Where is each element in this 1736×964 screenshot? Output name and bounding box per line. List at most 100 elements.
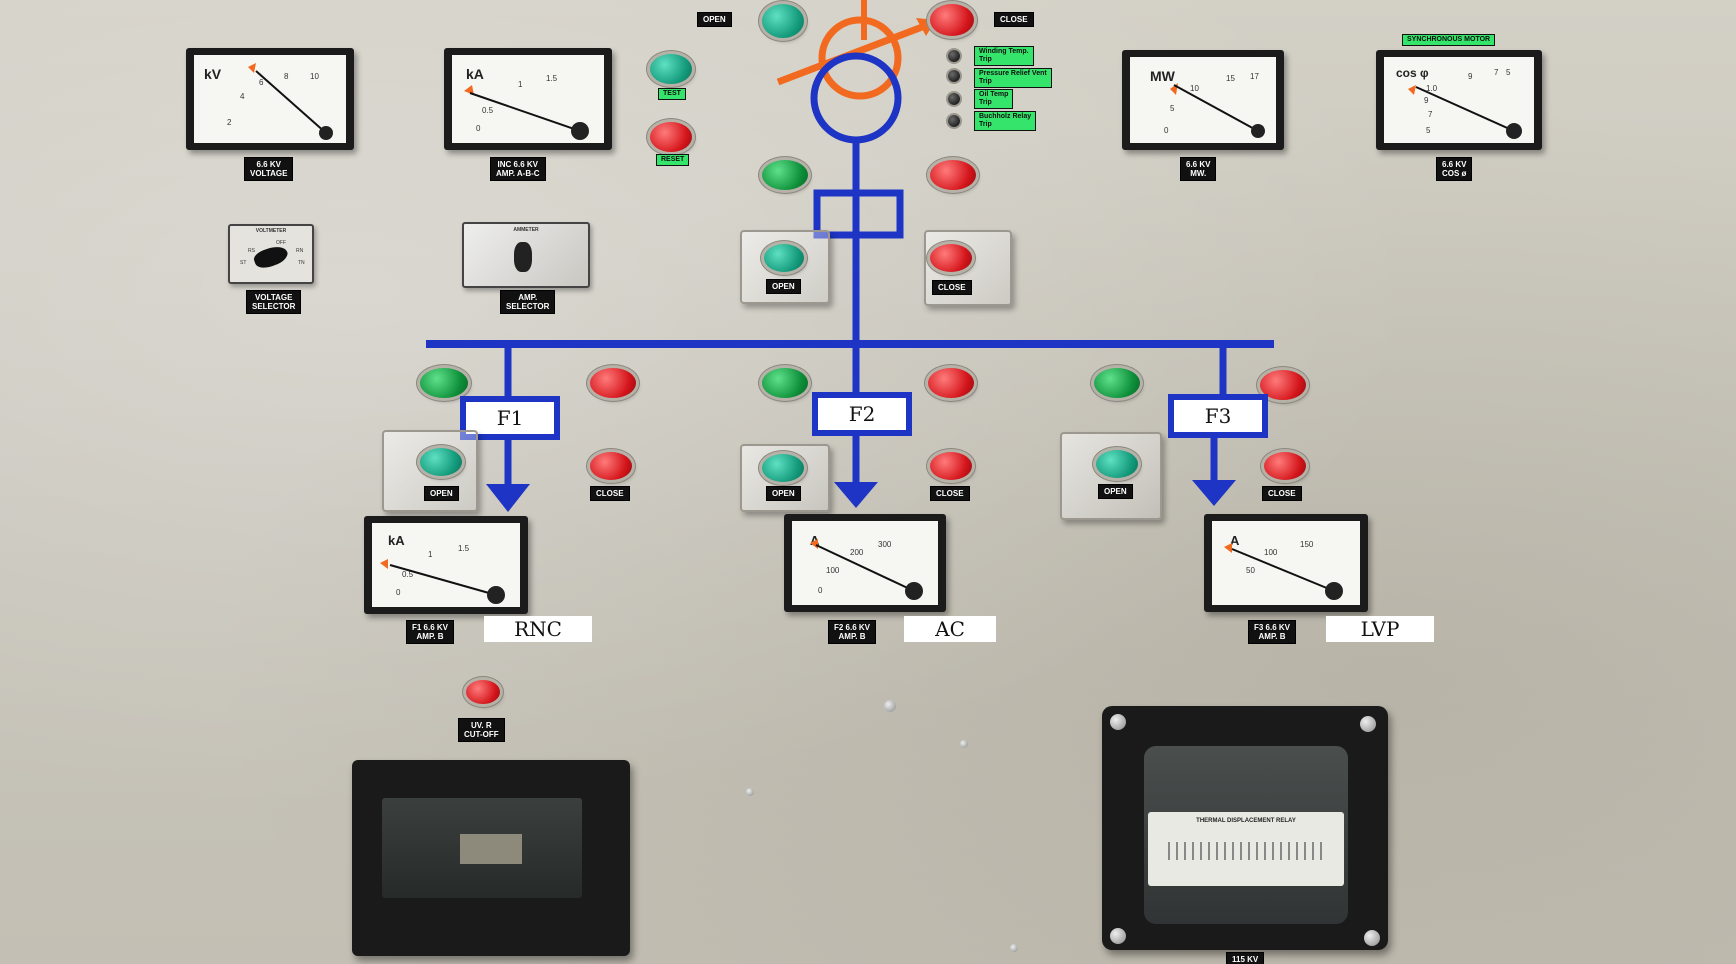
top-close-lamp[interactable] [930, 4, 974, 36]
f1-open-button[interactable] [420, 448, 462, 476]
voltage-meter-unit: kV [204, 66, 222, 82]
f1-close-tag: CLOSE [590, 486, 630, 501]
f1-close-indicator [590, 368, 636, 398]
feeder-f2-arrow [834, 482, 878, 508]
power-factor-meter-needle [1415, 86, 1515, 132]
f1-current-meter-needle [389, 564, 497, 596]
f2-meter-tag: F2 6.6 KV AMP. B [828, 620, 877, 644]
alarm-buchholz-lamp [948, 115, 960, 127]
alarm-oil-temp-lamp [948, 93, 960, 105]
relay-right-plate-text: THERMAL DISPLACEMENT RELAY [1196, 818, 1296, 824]
svg-text:5: 5 [1170, 104, 1175, 113]
svg-text:0: 0 [1164, 126, 1169, 135]
top-open-lamp[interactable] [762, 4, 804, 38]
svg-text:6: 6 [259, 78, 264, 87]
f2-open-tag: OPEN [766, 486, 801, 501]
synchronous-motor-tag: SYNCHRONOUS MOTOR [1402, 34, 1496, 46]
svg-text:1: 1 [428, 550, 433, 559]
alarm-buchholz-tag: Buchholz Relay Trip [974, 111, 1037, 131]
incomer-close-button[interactable] [930, 244, 972, 272]
top-close-tag: CLOSE [994, 12, 1034, 27]
incomer-open-indicator [762, 160, 808, 190]
f3-current-meter-needle [1231, 548, 1335, 592]
svg-text:0: 0 [476, 124, 481, 133]
voltage-selector-plate: VOLTMETER [255, 228, 287, 234]
svg-text:5: 5 [1506, 68, 1511, 77]
incomer-breaker [813, 189, 904, 239]
power-meter-needle [1173, 84, 1259, 132]
svg-text:9: 9 [1468, 72, 1473, 81]
f3-current-meter-unit: A [1230, 533, 1240, 548]
f2-close-indicator [928, 368, 974, 398]
power-meter-unit: MW [1150, 68, 1176, 84]
relay-left-display [460, 834, 522, 864]
f3-close-tag: CLOSE [1262, 486, 1302, 501]
panel-screw [960, 740, 968, 748]
feeder-f1-arrow [486, 484, 530, 512]
voltage-selector-knob[interactable] [251, 242, 291, 272]
voltage-selector-tag: VOLTAGE SELECTOR [246, 290, 302, 314]
voltage-selector-switch[interactable]: VOLTMETER OFF RS ST RN TN [228, 224, 314, 284]
f1-open-tag: OPEN [424, 486, 459, 501]
svg-text:1.5: 1.5 [546, 74, 558, 83]
uvr-cutoff-tag: UV. R CUT-OFF [458, 718, 505, 742]
svg-text:50: 50 [1246, 566, 1255, 575]
f3-close-button[interactable] [1264, 452, 1306, 480]
f2-current-meter: A 0 100 200 300 [784, 514, 946, 612]
f1-close-button[interactable] [590, 452, 632, 480]
voltage-meter: kV 2 4 6 8 10 [186, 48, 354, 150]
f2-load-label: AC [904, 616, 996, 642]
incomer-current-meter: kA 0 0.5 1 1.5 [444, 48, 612, 150]
svg-text:0.5: 0.5 [482, 106, 494, 115]
incomer-open-button[interactable] [764, 244, 804, 272]
test-lamp[interactable] [650, 54, 692, 84]
incomer-current-meter-unit: kA [466, 66, 484, 82]
svg-text:0: 0 [396, 588, 401, 597]
amp-selector-knob[interactable] [514, 242, 532, 272]
power-meter-tag: 6.6 KV MW. [1180, 157, 1217, 181]
f1-current-meter: kA 0 0.5 1 1.5 [364, 516, 528, 614]
f2-current-meter-needle [815, 544, 915, 592]
svg-text:0: 0 [818, 586, 823, 595]
svg-text:9: 9 [1424, 96, 1429, 105]
svg-text:150: 150 [1300, 540, 1314, 549]
feeder-f1-label: F1 [460, 396, 560, 440]
voltage-meter-needle [255, 70, 327, 134]
power-factor-meter-tag: 6.6 KV COS ø [1436, 157, 1473, 181]
svg-text:300: 300 [878, 540, 892, 549]
f2-open-button[interactable] [762, 454, 804, 482]
f1-current-meter-unit: kA [388, 533, 405, 548]
svg-text:1.0: 1.0 [1426, 84, 1438, 93]
feeder-f3-arrow [1192, 480, 1236, 506]
relay-right-tag: 115 KV [1226, 952, 1265, 964]
protection-relay-left [352, 760, 630, 956]
power-meter: MW 0 5 10 15 17 [1122, 50, 1284, 150]
svg-text:0.5: 0.5 [402, 570, 414, 579]
f2-close-tag: CLOSE [930, 486, 970, 501]
f3-open-tag: OPEN [1098, 484, 1133, 499]
f1-load-label: RNC [484, 616, 592, 642]
alarm-pressure-relief-lamp [948, 70, 960, 82]
svg-text:2: 2 [227, 118, 232, 127]
transformer-hv-winding [818, 16, 902, 100]
svg-text:200: 200 [850, 548, 864, 557]
uvr-cutoff-button[interactable] [466, 680, 500, 704]
svg-text:1.5: 1.5 [458, 544, 470, 553]
test-tag: TEST [658, 88, 686, 100]
f2-open-indicator [762, 368, 808, 398]
svg-text:15: 15 [1226, 74, 1235, 83]
incomer-close-indicator [930, 160, 976, 190]
f3-open-button[interactable] [1096, 450, 1138, 478]
amp-selector-switch[interactable]: AMMETER [462, 222, 590, 288]
amp-selector-tag: AMP. SELECTOR [500, 290, 556, 314]
reset-tag: RESET [656, 154, 690, 166]
incomer-close-tag: CLOSE [932, 280, 972, 295]
f2-close-button[interactable] [930, 452, 972, 480]
reset-lamp[interactable] [650, 122, 692, 152]
f3-meter-tag: F3 6.6 KV AMP. B [1248, 620, 1297, 644]
svg-text:7: 7 [1428, 110, 1433, 119]
f1-meter-tag: F1 6.6 KV AMP. B [406, 620, 455, 644]
f3-open-guard[interactable] [1060, 432, 1162, 520]
